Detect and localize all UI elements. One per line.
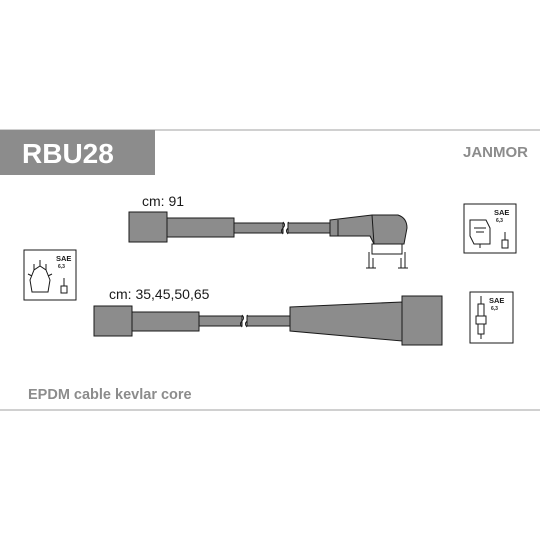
cable-1-length-label: cm: 91 — [142, 193, 184, 209]
cable-1-angled-boot — [329, 214, 408, 245]
product-code: RBU28 — [22, 138, 114, 169]
cable-2 — [93, 295, 443, 346]
cable-1-terminal-clip — [366, 252, 408, 269]
cable-2-wire-left — [198, 315, 243, 327]
coil-terminal-drawing — [501, 232, 509, 249]
cable-description: EPDM cable kevlar core — [28, 387, 192, 403]
cable-1-angled-boot-seam — [337, 214, 375, 245]
plug-terminal-size: 6,3 — [491, 306, 498, 312]
cable-1 — [128, 211, 408, 269]
cable-2-length-label: cm: 35,45,50,65 — [109, 286, 210, 302]
cable-1-wire-right — [287, 222, 331, 234]
coil-terminal-size: 6,3 — [496, 218, 503, 224]
cable-1-boot-sleeve — [166, 217, 235, 238]
brand-name: JANMOR — [463, 144, 528, 161]
distributor-standard-label: SAE — [56, 254, 71, 263]
plug-icon-frame — [469, 291, 514, 344]
distributor-cap-drawing — [27, 260, 53, 293]
cable-2-straight-boot — [93, 305, 133, 337]
distributor-terminal-drawing — [60, 278, 68, 294]
coil-standard-label: SAE — [494, 208, 509, 217]
spark-plug-icon: SAE 6,3 — [469, 291, 514, 344]
distributor-terminal-size: 6,3 — [58, 264, 65, 270]
plug-standard-label: SAE — [489, 296, 504, 305]
cable-2-plug-boot — [289, 301, 403, 342]
cable-1-straight-boot — [128, 211, 168, 243]
cable-1-wire-left — [233, 222, 284, 234]
cable-2-wire-right — [246, 315, 291, 327]
cable-2-boot-sleeve — [131, 311, 200, 332]
cable-2-plug-boot-end — [401, 295, 443, 346]
distributor-cap-icon: SAE 6,3 — [23, 249, 77, 301]
coil-body-drawing — [469, 219, 491, 248]
code-badge — [0, 130, 155, 175]
ignition-coil-icon: SAE 6,3 — [463, 203, 517, 254]
plug-body-drawing — [475, 296, 487, 339]
cable-1-terminal-body — [371, 243, 403, 255]
